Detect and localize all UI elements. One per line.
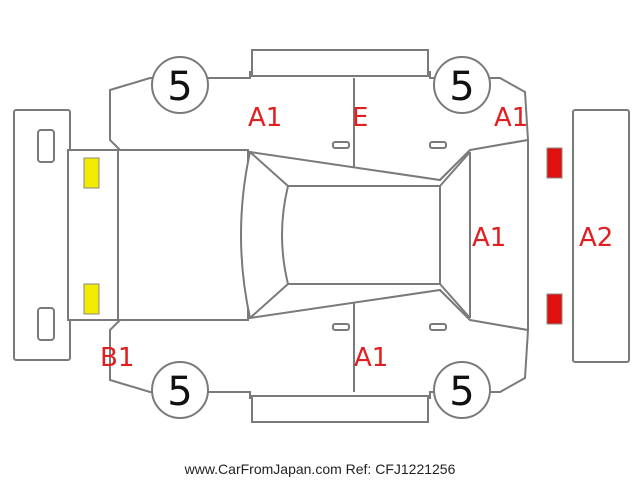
tire-front-top: 5 xyxy=(151,56,209,114)
tire-front-bottom: 5 xyxy=(151,361,209,419)
tire-rear-bottom: 5 xyxy=(433,361,491,419)
front-light-marker-top xyxy=(83,157,100,189)
damage-code-right-rear-door: A1 xyxy=(354,343,388,373)
damage-code-rear-glass: A1 xyxy=(472,223,506,253)
footer-reference: www.CarFromJapan.com Ref: CFJ1221256 xyxy=(184,461,456,477)
tire-rear-top-number: 5 xyxy=(449,64,474,110)
damage-code-left-rear-quarter: A1 xyxy=(494,103,528,133)
rear-light-marker-top xyxy=(546,147,563,179)
damage-code-left-front-fender: A1 xyxy=(248,103,282,133)
front-light-marker-bottom xyxy=(83,283,100,315)
tire-rear-bottom-number: 5 xyxy=(449,369,474,415)
rear-bumper xyxy=(572,109,630,363)
damage-code-front-bumper-corner: B1 xyxy=(100,343,134,373)
tire-front-top-number: 5 xyxy=(167,64,192,110)
tire-front-bottom-number: 5 xyxy=(167,369,192,415)
cabin-top xyxy=(240,138,529,332)
damage-code-rear-bumper: A2 xyxy=(579,223,613,253)
damage-code-left-rear-door: E xyxy=(352,103,368,133)
rear-light-marker-bottom xyxy=(546,293,563,325)
top-side-panel xyxy=(109,49,530,182)
front-bumper xyxy=(13,109,71,361)
tire-rear-top: 5 xyxy=(433,56,491,114)
